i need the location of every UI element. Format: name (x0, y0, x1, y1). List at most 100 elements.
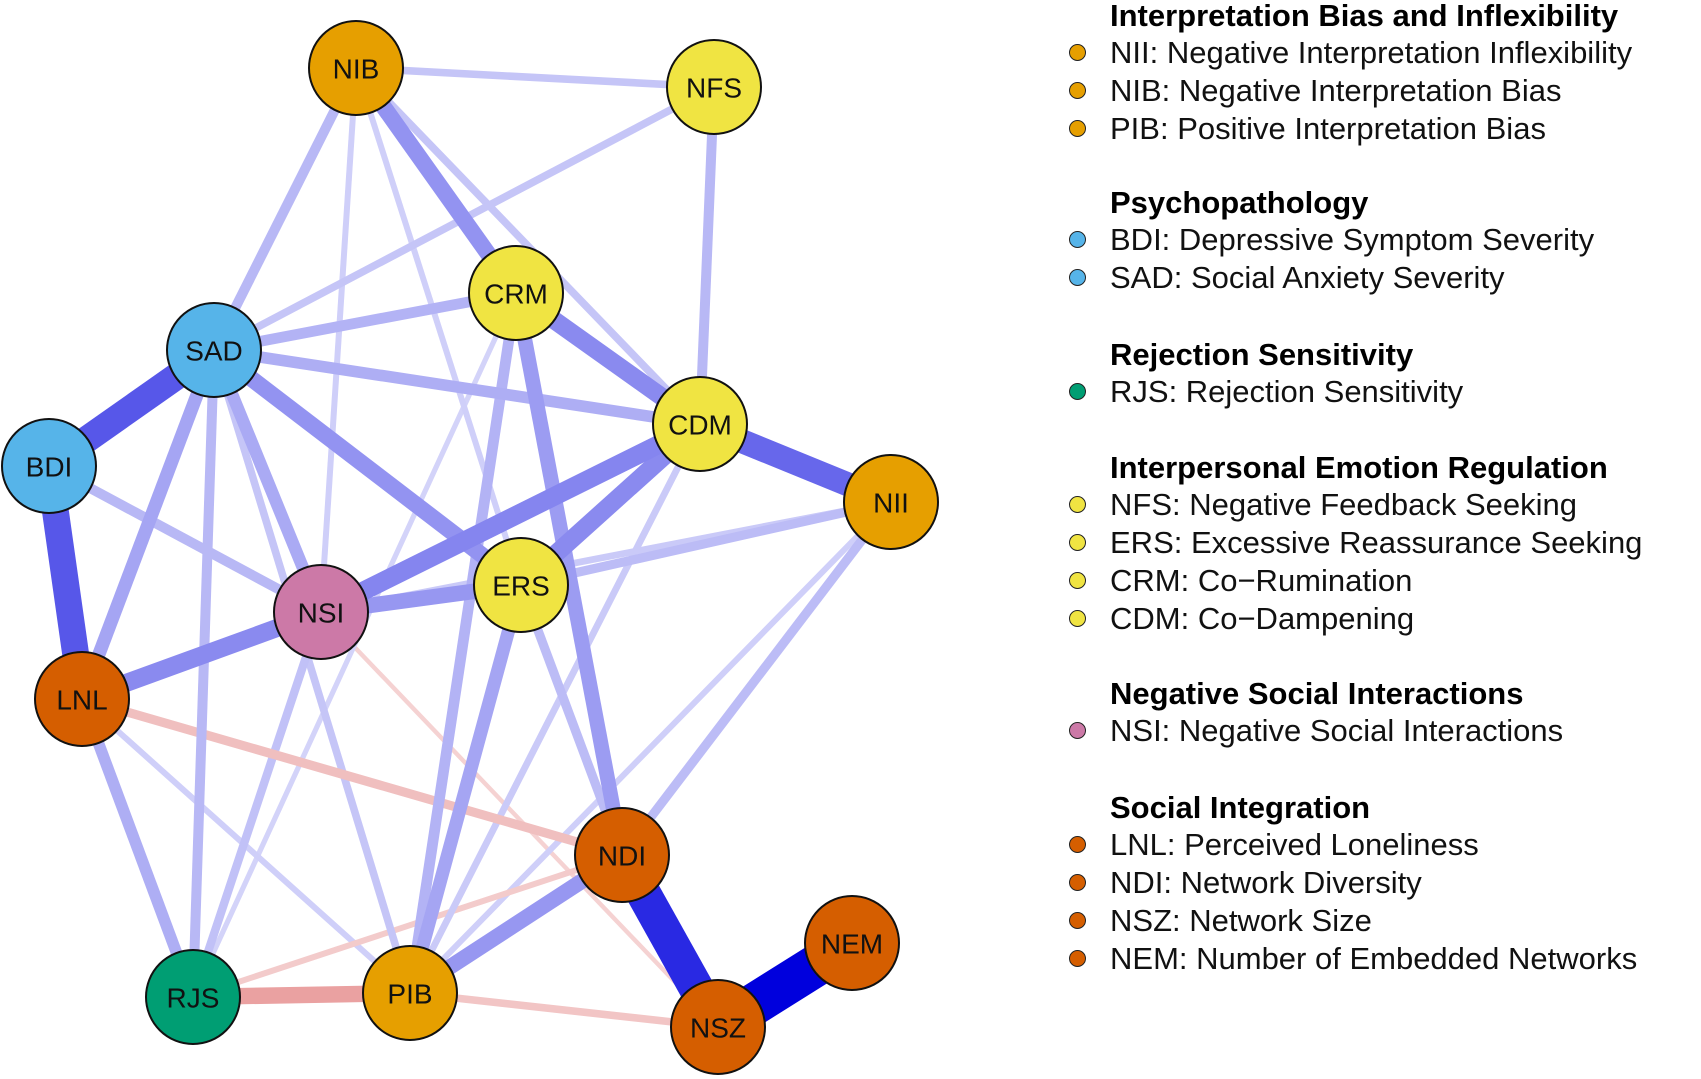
legend-swatch-icon (1069, 44, 1086, 61)
legend-item-label: RJS: Rejection Sensitivity (1110, 373, 1464, 409)
legend-item-label: LNL: Perceived Loneliness (1110, 826, 1479, 862)
node-pib: PIB (362, 945, 458, 1041)
legend-item: NSI: Negative Social Interactions (1064, 710, 1563, 751)
node-nsi: NSI (273, 564, 369, 660)
node-circle (308, 20, 404, 116)
legend-item: RJS: Rejection Sensitivity (1064, 371, 1463, 412)
node-label: NIB (333, 54, 380, 85)
legend-item: SAD: Social Anxiety Severity (1064, 257, 1505, 298)
legend-item-label: NIB: Negative Interpretation Bias (1110, 72, 1562, 108)
legend-swatch-icon (1069, 950, 1086, 967)
node-label: NSI (298, 598, 345, 629)
edge-layer (35, 63, 896, 1045)
node-label: LNL (56, 685, 107, 716)
legend-title: Social Integration (1110, 790, 1371, 825)
legend-item-label: CRM: Co−Rumination (1110, 562, 1413, 598)
legend-swatch-icon (1069, 722, 1086, 739)
legend-title: Rejection Sensitivity (1110, 337, 1414, 372)
legend-item-label: NDI: Network Diversity (1110, 864, 1422, 900)
node-circle (34, 651, 130, 747)
node-circle (473, 537, 569, 633)
legend-swatch-icon (1069, 610, 1086, 627)
node-rjs: RJS (145, 949, 241, 1045)
legend-item-label: PIB: Positive Interpretation Bias (1110, 110, 1546, 146)
node-label: CDM (668, 410, 732, 441)
legend-item: CRM: Co−Rumination (1064, 560, 1412, 601)
edge-rjs-ndi (192, 852, 623, 1000)
edge-bdi-nsi (46, 461, 324, 617)
node-label: PIB (387, 979, 432, 1010)
node-sad: SAD (166, 302, 262, 398)
node-label: NII (873, 488, 909, 519)
edge-nii-pib (407, 499, 894, 996)
node-circle (843, 454, 939, 550)
edge-pib-nsz (409, 989, 719, 1031)
edge-cdm-pib (406, 422, 704, 995)
legend-item: CDM: Co−Dampening (1064, 598, 1414, 639)
edge-nib-cdm (353, 65, 703, 427)
legend-swatch-icon (1069, 836, 1086, 853)
legend-swatch-icon (1069, 534, 1086, 551)
edge-nfs-cdm (695, 86, 719, 425)
node-label: NEM (821, 929, 883, 960)
node-label: ERS (492, 571, 550, 602)
legend-swatch-icon (1069, 874, 1086, 891)
legend-item: NIB: Negative Interpretation Bias (1064, 70, 1561, 111)
node-nsz: NSZ (670, 979, 766, 1075)
legend-item: BDI: Depressive Symptom Severity (1064, 219, 1594, 260)
node-nem: NEM (804, 895, 900, 991)
node-circle (652, 376, 748, 472)
legend-item-label: CDM: Co−Dampening (1110, 600, 1415, 636)
node-circle (145, 949, 241, 1045)
node-label: NDI (598, 841, 646, 872)
legend-item-label: NSI: Negative Social Interactions (1110, 712, 1564, 748)
edge-nib-ers (353, 67, 524, 586)
legend-title: Interpersonal Emotion Regulation (1110, 450, 1608, 485)
edge-ers-ndi (516, 583, 627, 857)
node-circle (666, 39, 762, 135)
legend-item: NFS: Negative Feedback Seeking (1064, 484, 1577, 525)
node-nib: NIB (308, 20, 404, 116)
node-label: NFS (686, 73, 742, 104)
legend-swatch-icon (1069, 82, 1086, 99)
legend-swatch-icon (1069, 572, 1086, 589)
node-bdi: BDI (1, 418, 97, 514)
legend-item: PIB: Positive Interpretation Bias (1064, 108, 1546, 149)
node-circle (1, 418, 97, 514)
legend-item: NEM: Number of Embedded Networks (1064, 938, 1637, 979)
node-label: BDI (26, 452, 73, 483)
node-circle (468, 245, 564, 341)
edge-lnl-ndi (80, 694, 624, 860)
legend-title: Negative Social Interactions (1110, 676, 1524, 711)
node-circle (670, 979, 766, 1075)
legend-swatch-icon (1069, 269, 1086, 286)
edge-crm-ndi (508, 291, 630, 857)
node-label: RJS (167, 983, 220, 1014)
node-circle (166, 302, 262, 398)
node-circle (362, 945, 458, 1041)
edge-cdm-nsi (316, 415, 705, 621)
legend-item: NDI: Network Diversity (1064, 862, 1422, 903)
node-lnl: LNL (34, 651, 130, 747)
edge-crm-pib (404, 292, 522, 994)
legend-item: ERS: Excessive Reassurance Seeking (1064, 522, 1642, 563)
legend-swatch-icon (1069, 120, 1086, 137)
legend-title: Psychopathology (1110, 185, 1369, 220)
edge-nsi-rjs (189, 610, 325, 999)
legend-item-label: ERS: Excessive Reassurance Seeking (1110, 524, 1643, 560)
legend-title: Interpretation Bias and Inflexibility (1110, 0, 1619, 33)
legend-item-label: NII: Negative Interpretation Inflexibili… (1110, 34, 1633, 70)
legend-item-label: NEM: Number of Embedded Networks (1110, 940, 1638, 976)
node-ndi: NDI (574, 807, 670, 903)
edge-sad-rjs (188, 349, 219, 998)
node-nfs: NFS (666, 39, 762, 135)
legend-item-label: SAD: Social Anxiety Severity (1110, 259, 1505, 295)
legend-swatch-icon (1069, 912, 1086, 929)
